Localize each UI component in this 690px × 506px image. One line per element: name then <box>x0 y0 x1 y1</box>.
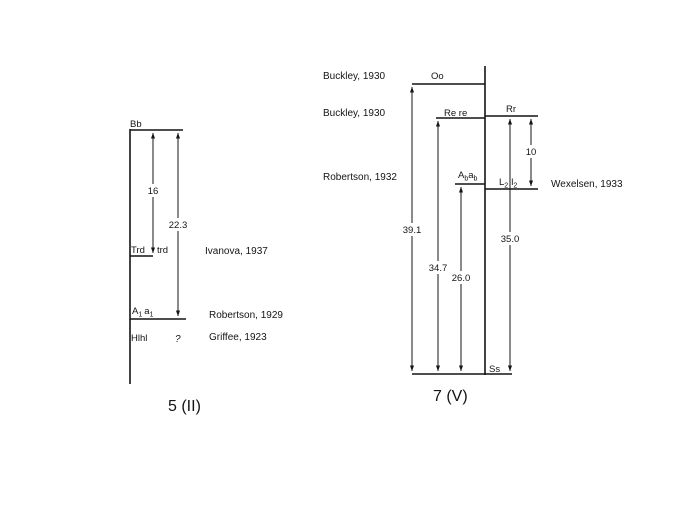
oo-label: Oo <box>431 71 444 82</box>
trd-citation: Ivanova, 1937 <box>205 246 268 257</box>
hihl-label: Hlhl <box>131 333 147 344</box>
oo-ss-distance: 39.1 <box>403 225 422 236</box>
ab-citation: Robertson, 1932 <box>323 172 397 183</box>
bb-trd-distance: 16 <box>148 186 159 197</box>
bb-label: Bb <box>130 119 142 130</box>
rere-label: Re re <box>444 108 467 119</box>
figure-7-caption: 7 (V) <box>433 388 468 405</box>
rr-label: Rr <box>506 104 516 115</box>
bb-a1-distance: 22.3 <box>169 220 188 231</box>
trd-label: Trd <box>131 245 145 256</box>
ab-ss-distance: 26.0 <box>452 273 471 284</box>
a1-citation: Robertson, 1929 <box>209 310 283 321</box>
rr-ss-distance: 35.0 <box>501 234 520 245</box>
figure-5-caption: 5 (II) <box>168 398 201 415</box>
hihl-uncertain-mark: ? <box>175 334 181 345</box>
ab-label: Abab <box>458 170 478 183</box>
oo-citation: Buckley, 1930 <box>323 71 386 82</box>
rr-l2-distance: 10 <box>526 147 537 158</box>
rere-citation: Buckley, 1930 <box>323 108 386 119</box>
hihl-citation: Griffee, 1923 <box>209 332 267 343</box>
l2-citation: Wexelsen, 1933 <box>551 179 623 190</box>
chromosome-7-map: Oo Buckley, 1930 Re re Buckley, 1930 Rr … <box>323 66 623 405</box>
trd-recessive-label: trd <box>157 245 168 256</box>
rere-ss-distance: 34.7 <box>429 263 448 274</box>
ss-label: Ss <box>489 364 500 375</box>
